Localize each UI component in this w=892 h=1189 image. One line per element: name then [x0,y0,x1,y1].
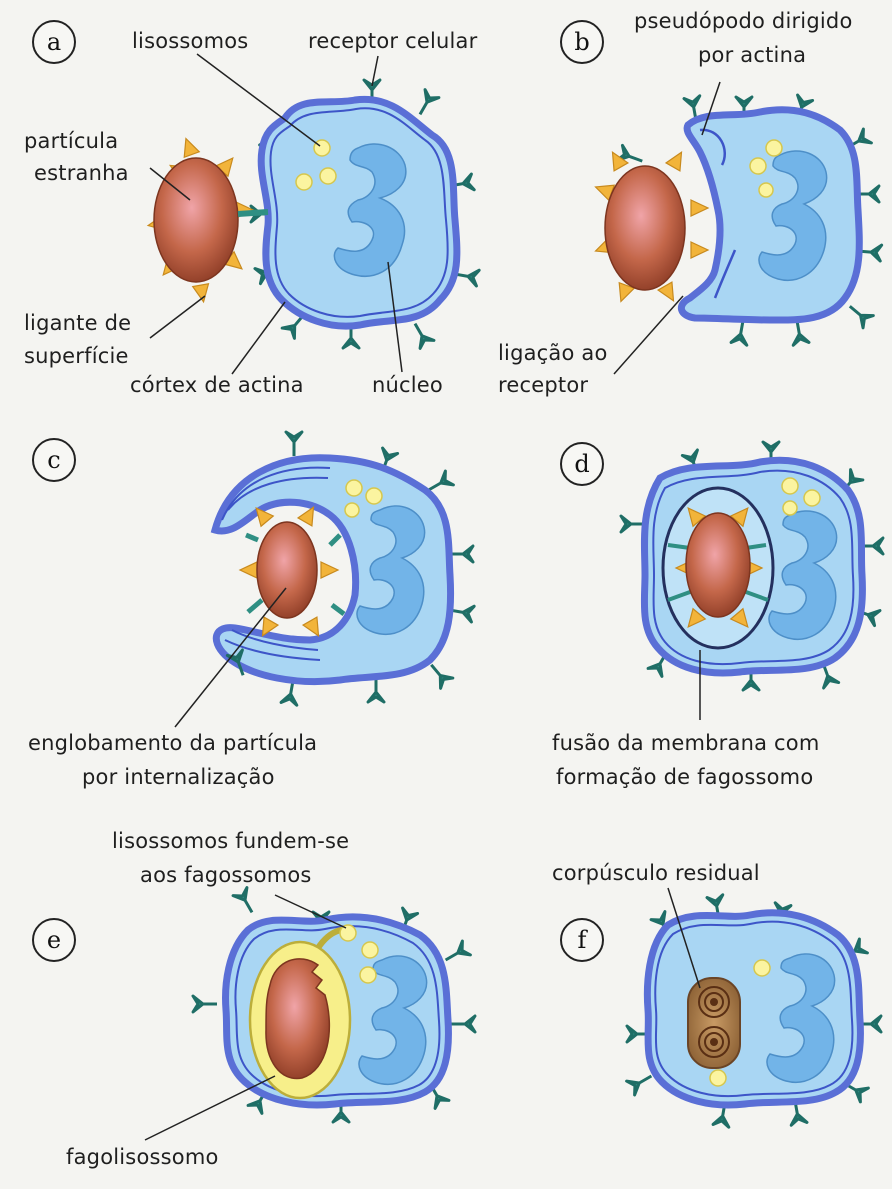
lysosome-e2 [362,942,378,958]
panel-badge-f: f [560,918,604,962]
label-ligacao-line2: receptor [498,372,588,398]
label-cortex: córtex de actina [130,372,304,398]
label-pseudopodo-line2: por actina [698,42,806,68]
label-lisossomos-fundem-line2: aos fagossomos [140,862,312,888]
lysosome-f1 [754,960,770,976]
label-particula-line2: estranha [34,160,129,186]
label-pseudopodo-line1: pseudópodo dirigido [634,8,853,34]
lysosome-c2 [366,488,382,504]
particle-b [593,148,708,305]
panel-f [627,895,881,1127]
panel-badge-d: d [560,442,604,486]
lysosome-d3 [783,501,797,515]
panel-c [215,432,474,705]
label-ligante-line1: ligante de [24,310,131,336]
lysosome-d1 [782,478,798,494]
panel-d [621,442,883,690]
panel-badge-b: b [560,20,604,64]
label-lisossomos-fundem-line1: lisossomos fundem-se [112,828,349,854]
label-englobamento-line1: englobamento da partícula [28,730,317,756]
label-corpusculo: corpúsculo residual [552,860,760,886]
label-ligacao-line1: ligação ao [498,340,608,366]
lysosome-e1 [340,925,356,941]
label-lisossomos: lisossomos [132,28,248,54]
cell-membrane-f [647,913,860,1105]
lysosome-e3 [360,967,376,983]
particle-c [240,503,344,640]
label-particula-line1: partícula [24,128,118,154]
lysosome-c1 [346,480,362,496]
residual-body-f [688,978,740,1068]
lysosome-f2 [710,1070,726,1086]
label-nucleo: núcleo [372,372,443,398]
label-fusao-line1: fusão da membrana com [552,730,819,756]
panel-badge-e: e [32,918,76,962]
lysosome-a3 [320,168,336,184]
panel-b [593,95,882,345]
panel-a [147,80,479,348]
lysosome-c3 [345,503,359,517]
lysosome-b2 [750,158,766,174]
label-receptor-celular: receptor celular [308,28,477,54]
panel-badge-c: c [32,438,76,482]
label-ligante-line2: superfície [24,343,129,369]
lysosome-d2 [804,490,820,506]
label-fusao-line2: formação de fagossomo [556,764,813,790]
label-englobamento-line2: por internalização [82,764,275,790]
particle-a [147,136,253,303]
label-fagolisossomo: fagolisossomo [66,1144,219,1170]
lysosome-b1 [766,140,782,156]
lysosome-a2 [296,174,312,190]
panel-badge-a: a [32,20,76,64]
lysosome-b3 [759,183,773,197]
